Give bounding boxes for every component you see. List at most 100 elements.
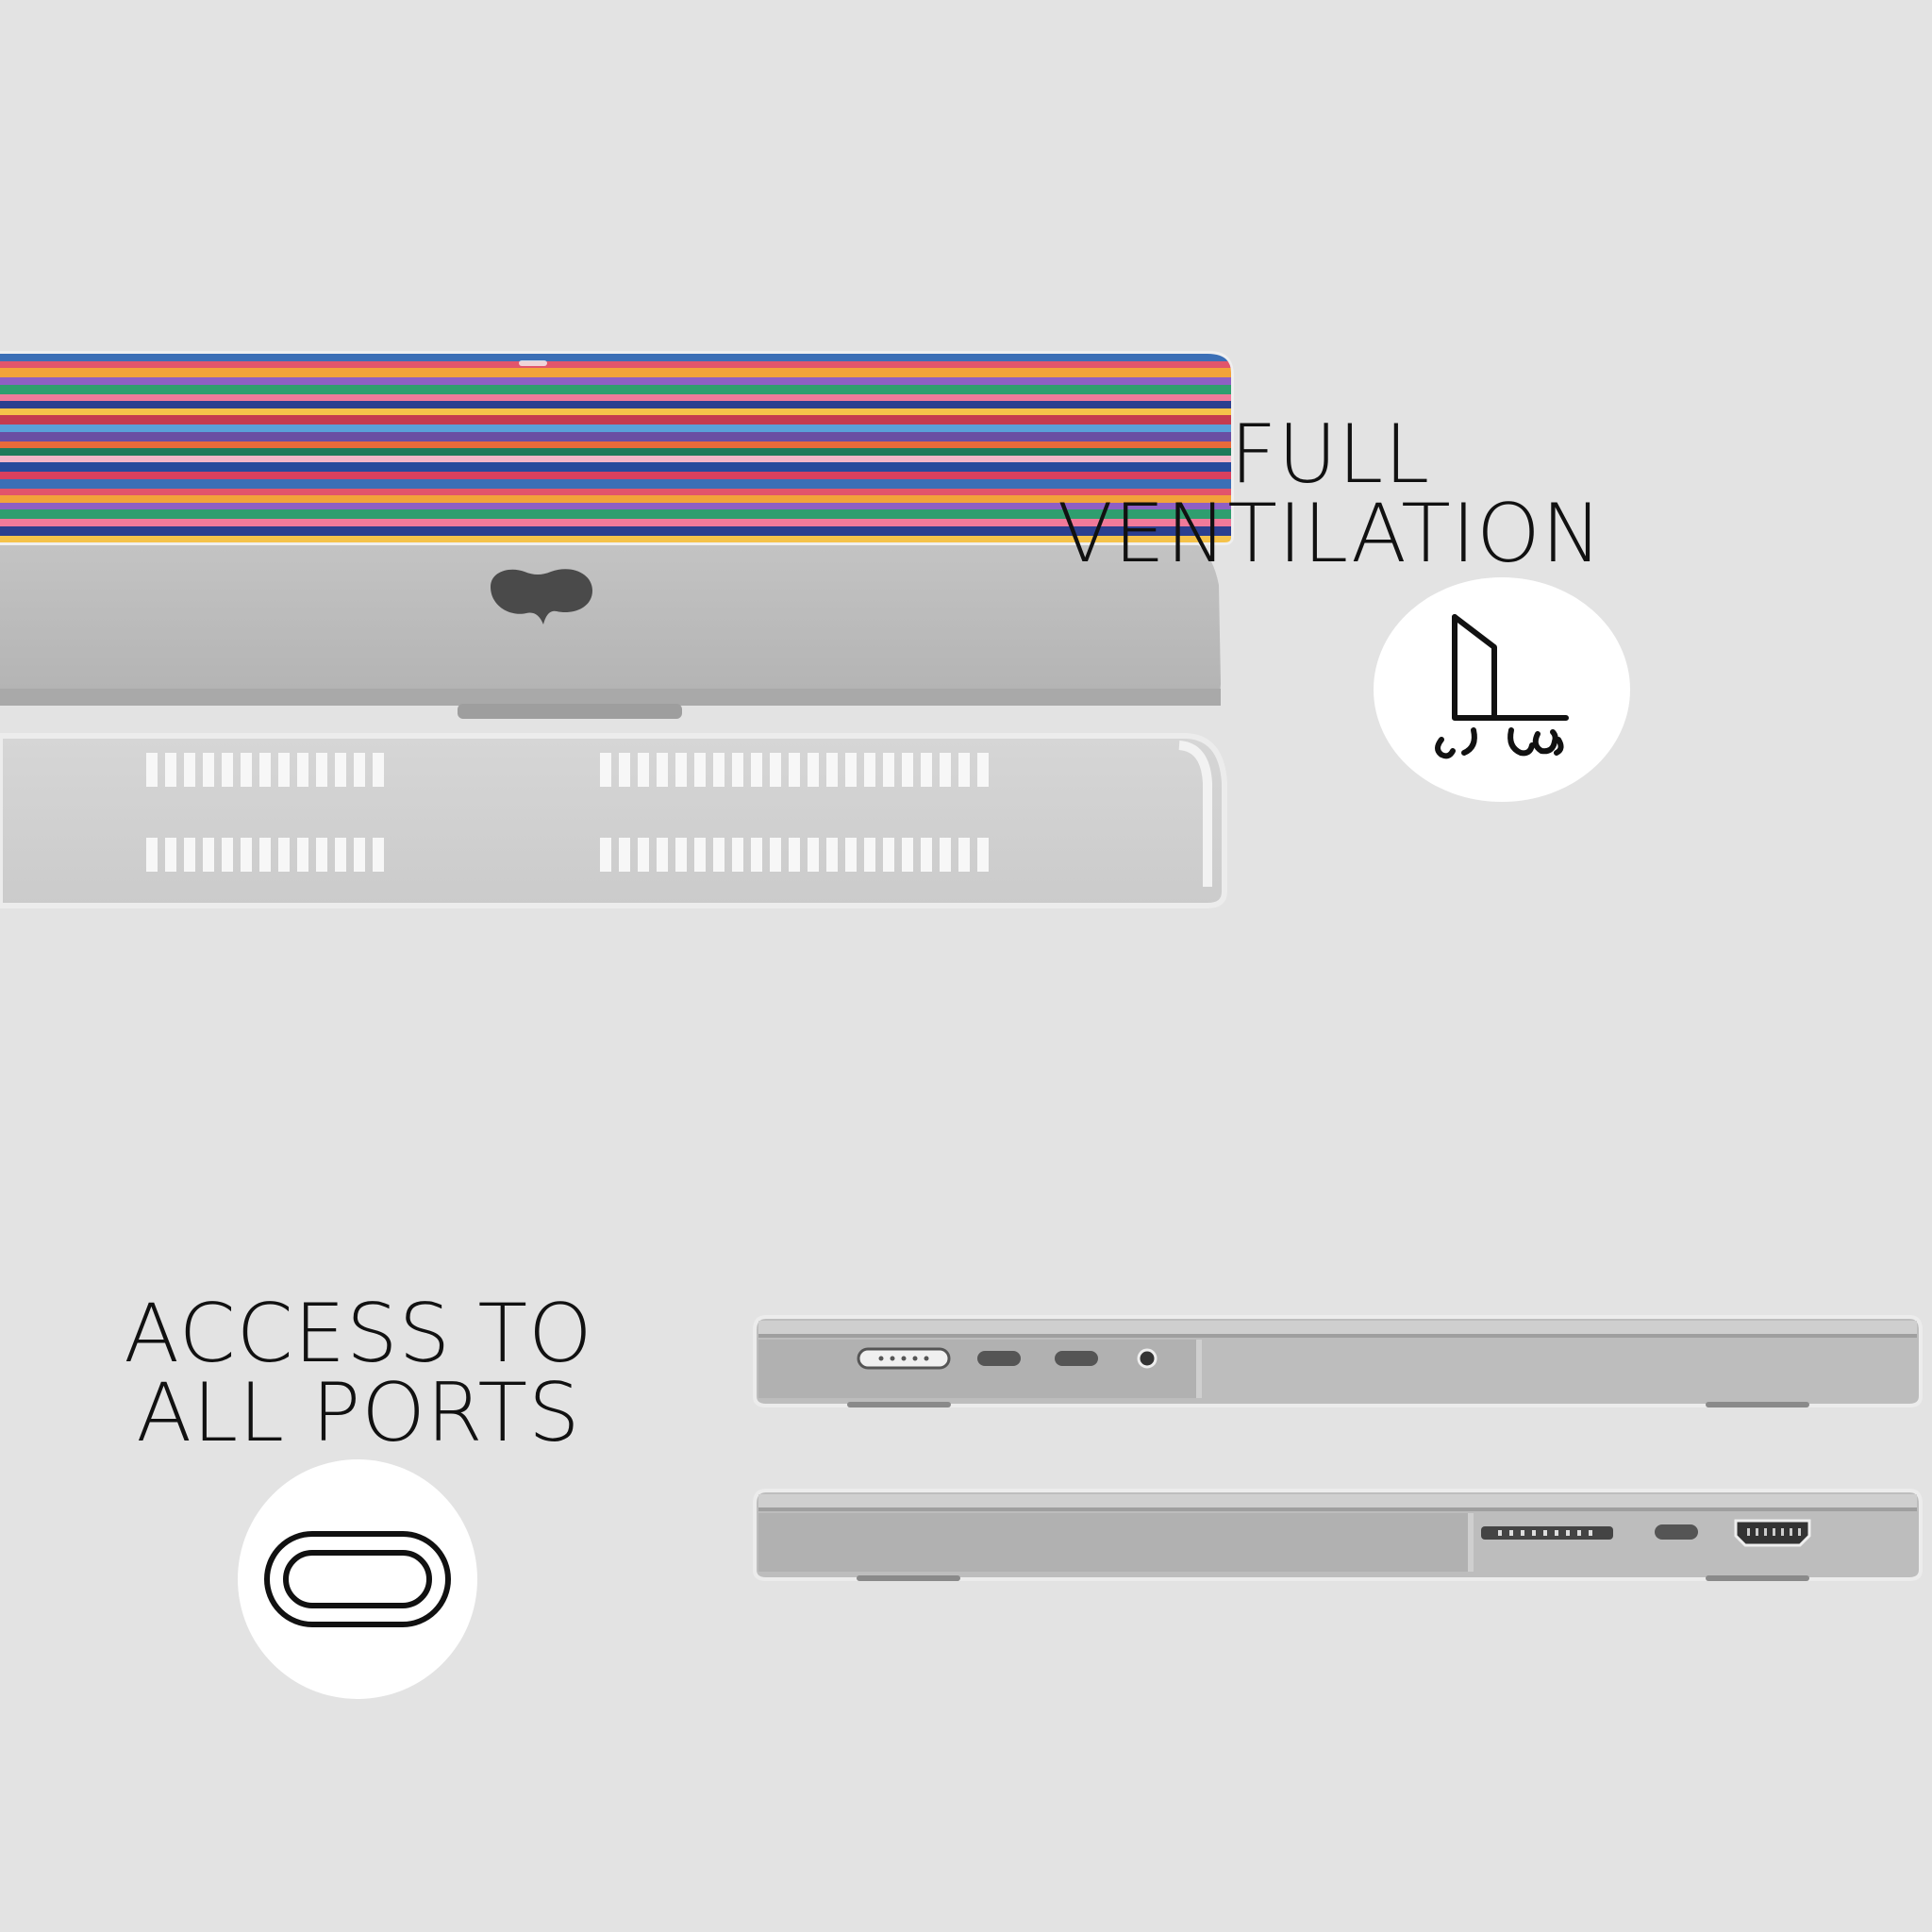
case-stripe — [0, 495, 1231, 503]
vent-slot — [694, 838, 706, 872]
vent-slot — [864, 753, 875, 787]
vent-slot — [657, 838, 668, 872]
ports-title-line1: ACCESS TO — [124, 1287, 593, 1381]
vent-slot — [354, 838, 365, 872]
vent-slot — [958, 753, 970, 787]
vent-slot — [675, 753, 687, 787]
vent-slot — [808, 838, 819, 872]
vent-slot — [808, 753, 819, 787]
vent-slot — [770, 838, 781, 872]
vent-slot — [600, 838, 611, 872]
vent-slot — [657, 753, 668, 787]
vent-slot — [241, 838, 252, 872]
usb-c-port — [1055, 1351, 1098, 1366]
case-stripe — [0, 519, 1231, 526]
magsafe-port — [857, 1347, 951, 1370]
usb-c-port — [1655, 1524, 1698, 1540]
vent-slot — [770, 753, 781, 787]
vent-slot — [921, 838, 932, 872]
case-stripe — [0, 361, 1231, 368]
vent-slot — [826, 838, 838, 872]
usb-c-port-icon — [263, 1530, 452, 1628]
vent-slot — [203, 753, 214, 787]
vent-slot — [732, 838, 743, 872]
case-stripe — [0, 425, 1231, 432]
vent-slot — [184, 753, 195, 787]
headphone-jack — [1137, 1348, 1158, 1369]
vent-slot — [902, 753, 913, 787]
ventilation-icon-badge — [1374, 577, 1630, 802]
vent-slot — [789, 838, 800, 872]
vent-slot — [864, 838, 875, 872]
vent-slot — [165, 753, 176, 787]
vent-slot — [297, 838, 308, 872]
vent-slot — [335, 838, 346, 872]
case-stripe — [0, 432, 1231, 441]
case-stripe — [0, 509, 1231, 519]
case-stripe — [0, 394, 1231, 401]
vent-slot — [845, 838, 857, 872]
case-stripe — [0, 354, 1231, 361]
case-stripe — [0, 441, 1231, 448]
vent-slot — [222, 838, 233, 872]
vent-slot — [316, 753, 327, 787]
vent-slot — [789, 753, 800, 787]
vent-slot — [638, 753, 649, 787]
vent-slot — [675, 838, 687, 872]
vent-slot — [883, 838, 894, 872]
vent-slot — [713, 753, 724, 787]
bottom-shell — [0, 733, 1227, 908]
case-stripe — [0, 489, 1231, 495]
laptop-left-side-view — [753, 1311, 1923, 1415]
vent-slot — [259, 838, 271, 872]
case-stripe — [0, 536, 1231, 542]
vent-slot — [977, 753, 989, 787]
case-stripe — [0, 472, 1231, 479]
apple-logo-icon — [491, 569, 592, 625]
case-stripe — [0, 503, 1231, 509]
vent-slot — [241, 753, 252, 787]
case-stripe — [0, 385, 1231, 394]
case-stripe — [0, 415, 1231, 425]
case-stripe — [0, 456, 1231, 462]
case-stripe — [0, 462, 1231, 472]
vent-slot — [203, 838, 214, 872]
usb-c-port — [977, 1351, 1021, 1366]
ventilation-title-line2: VENTILATION — [1057, 487, 1604, 581]
vent-slot — [619, 753, 630, 787]
vent-slot — [958, 838, 970, 872]
vent-slot — [373, 838, 384, 872]
vent-slot — [940, 753, 951, 787]
vent-slot — [619, 838, 630, 872]
ventilation-icon — [1417, 609, 1587, 770]
ports-icon-badge — [238, 1459, 477, 1699]
vent-slot — [713, 838, 724, 872]
vent-slot — [977, 838, 989, 872]
vent-slot — [222, 753, 233, 787]
vent-slot — [902, 838, 913, 872]
vent-slot — [694, 753, 706, 787]
vent-slot — [732, 753, 743, 787]
vent-slot — [638, 838, 649, 872]
vent-slot — [354, 753, 365, 787]
laptop-lid — [0, 538, 1221, 719]
vent-slot — [921, 753, 932, 787]
ventilation-title-line1: FULL — [1229, 408, 1431, 502]
ports-title: ACCESS TO ALL PORTS — [0, 1287, 717, 1460]
hdmi-port — [1734, 1519, 1811, 1547]
vent-slot — [751, 753, 762, 787]
vent-slot — [373, 753, 384, 787]
striped-top-case — [0, 351, 1234, 545]
case-stripe — [0, 408, 1231, 415]
case-stripe — [0, 448, 1231, 456]
laptop-right-side-view — [753, 1485, 1923, 1589]
vent-slot — [146, 753, 158, 787]
laptop-exploded-view — [0, 340, 1236, 915]
vent-slot — [146, 838, 158, 872]
sd-card-slot — [1481, 1526, 1613, 1540]
vent-slot — [165, 838, 176, 872]
ventilation-title: FULL VENTILATION — [953, 408, 1707, 581]
vent-slot — [278, 838, 290, 872]
ports-title-line2: ALL PORTS — [136, 1366, 581, 1460]
case-stripe — [0, 479, 1231, 489]
